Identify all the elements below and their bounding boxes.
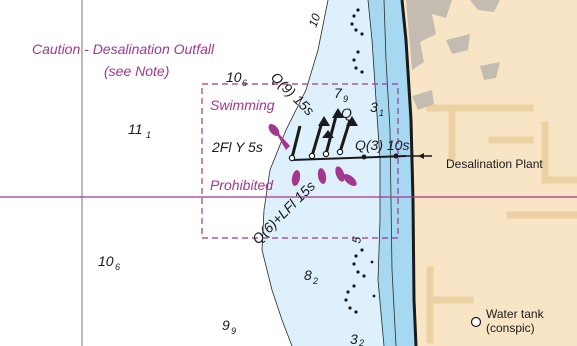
light-fl-label: 2Fl Y 5s [211, 139, 263, 155]
swimming-text: Swimming [210, 97, 275, 113]
light-q3-label: Q(3) 10s [355, 137, 409, 153]
sounding-bottom-shore-sub: 2 [358, 338, 364, 346]
sounding-top: 10 6 [226, 69, 247, 88]
water-tank-symbol [470, 316, 482, 328]
sounding-offshore: 11 1 [128, 121, 151, 140]
sounding-nearshore: 3 1 [370, 99, 384, 118]
sounding-lower-sub: 2 [312, 276, 318, 286]
caution-text-line1: Caution - Desalination Outfall [32, 41, 215, 57]
sounding-bottom-main: 9 [222, 317, 230, 333]
sounding-lower: 8 2 [304, 267, 318, 286]
contour-label-10: 10 [306, 11, 324, 29]
contour-line-5m [367, 0, 385, 346]
water-tank-label-line1: Water tank [486, 307, 545, 321]
very-shallow-water [368, 0, 416, 346]
sounding-top-main: 10 [226, 69, 242, 85]
sounding-bottom: 9 9 [222, 317, 236, 336]
light-flares [268, 124, 357, 186]
buoy-topmarks [318, 108, 358, 138]
prohibited-text: Prohibited [210, 177, 274, 193]
sounding-near-buoys: 7 9 [334, 85, 348, 104]
coastline [400, 0, 418, 346]
contour-line-2m [383, 0, 397, 346]
water-tank-label-line2: (conspic) [486, 321, 535, 335]
restricted-area-boundary [201, 83, 399, 239]
sounding-top-sub: 6 [242, 78, 247, 88]
land-area [402, 0, 577, 346]
desalination-plant-label: Desalination Plant [446, 157, 543, 171]
outfall-pipe [291, 155, 407, 161]
roads [426, 104, 577, 344]
outfall-ticks [361, 153, 399, 160]
sounding-offshore-main: 11 [128, 121, 143, 137]
sounding-near-buoys-sub: 9 [343, 94, 348, 104]
sounding-nearshore-sub: 1 [379, 108, 384, 118]
sounding-near-buoys-main: 7 [334, 85, 343, 101]
plant-arrow [418, 153, 424, 159]
light-q-label: Q [341, 105, 352, 121]
contour-label-5: 5 [349, 235, 364, 244]
caution-text-line2: (see Note) [104, 63, 169, 79]
vegetation [406, 0, 500, 110]
sounding-offshore-sub: 1 [146, 130, 151, 140]
sounding-bottom-sub: 9 [231, 326, 236, 336]
sounding-bottom-shore: 3 2 [350, 331, 364, 346]
sounding-left-lower-main: 10 [98, 253, 114, 269]
sounding-bottom-shore-main: 3 [350, 331, 358, 346]
buoy-bases [288, 148, 344, 162]
sounding-lower-main: 8 [304, 267, 312, 283]
rock-dots [344, 8, 376, 314]
contour-line-10m [261, 0, 329, 346]
sounding-left-lower: 10 6 [98, 253, 120, 272]
sounding-nearshore-main: 3 [370, 99, 378, 115]
sounding-left-lower-sub: 6 [115, 262, 120, 272]
